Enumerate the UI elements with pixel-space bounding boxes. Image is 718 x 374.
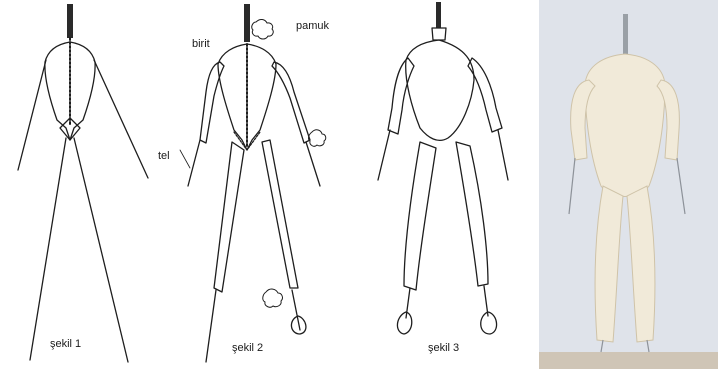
caption-figure-2: şekil 2: [232, 342, 263, 354]
figure-3-right-arm-wire: [498, 130, 508, 180]
figure-2-right-leg: [262, 140, 298, 288]
figure-3-left-leg: [404, 142, 436, 290]
figure-1-left-leg: [30, 138, 66, 360]
caption-figure-3: şekil 3: [428, 342, 459, 354]
figure-2-tel-pointer: [180, 150, 190, 168]
figure-1-right-leg: [74, 138, 128, 362]
figure-2-left-leg: [214, 142, 244, 292]
figure-3-left-foot-loop: [397, 312, 411, 334]
figure-3-right-leg-wire: [484, 286, 488, 316]
figure-2-cotton-neck: [252, 19, 273, 39]
caption-figure-1: şekil 1: [50, 338, 81, 350]
figure-2-left-arm: [200, 62, 224, 143]
figure-1-right-arm: [94, 60, 148, 178]
figure-2-right-arm: [272, 62, 310, 143]
figure-1-left-arm: [18, 60, 46, 170]
figure-2-left-arm-wire: [188, 140, 200, 186]
figure-1-wire-armature: [18, 4, 148, 362]
doll-body-photo-drawing: [539, 0, 718, 369]
figure-3-neck-post: [436, 2, 441, 28]
figure-3-right-leg: [456, 142, 488, 286]
figure-1-neck-post: [67, 4, 73, 38]
label-tel: tel: [158, 150, 170, 162]
figure-2-cotton-hand: [309, 130, 326, 146]
figure-2-neck-post: [244, 4, 250, 42]
figure-2-taped-armature: [180, 4, 326, 362]
figure-3-right-foot-loop: [481, 312, 497, 334]
figure-2-left-leg-wire: [206, 290, 216, 362]
figure-3-covered-body: [378, 2, 508, 334]
figure-2-cotton-knee: [263, 289, 283, 307]
figure-3-neck-binding: [432, 28, 446, 40]
figure-3-left-arm-wire: [378, 130, 390, 180]
label-birit: birit: [192, 38, 210, 50]
doll-body-photo: [539, 0, 718, 369]
figure-2-right-leg-wire: [292, 290, 300, 330]
figure-3-torso: [406, 40, 474, 140]
figure-2-right-arm-wire: [306, 142, 320, 186]
label-pamuk: pamuk: [296, 20, 329, 32]
